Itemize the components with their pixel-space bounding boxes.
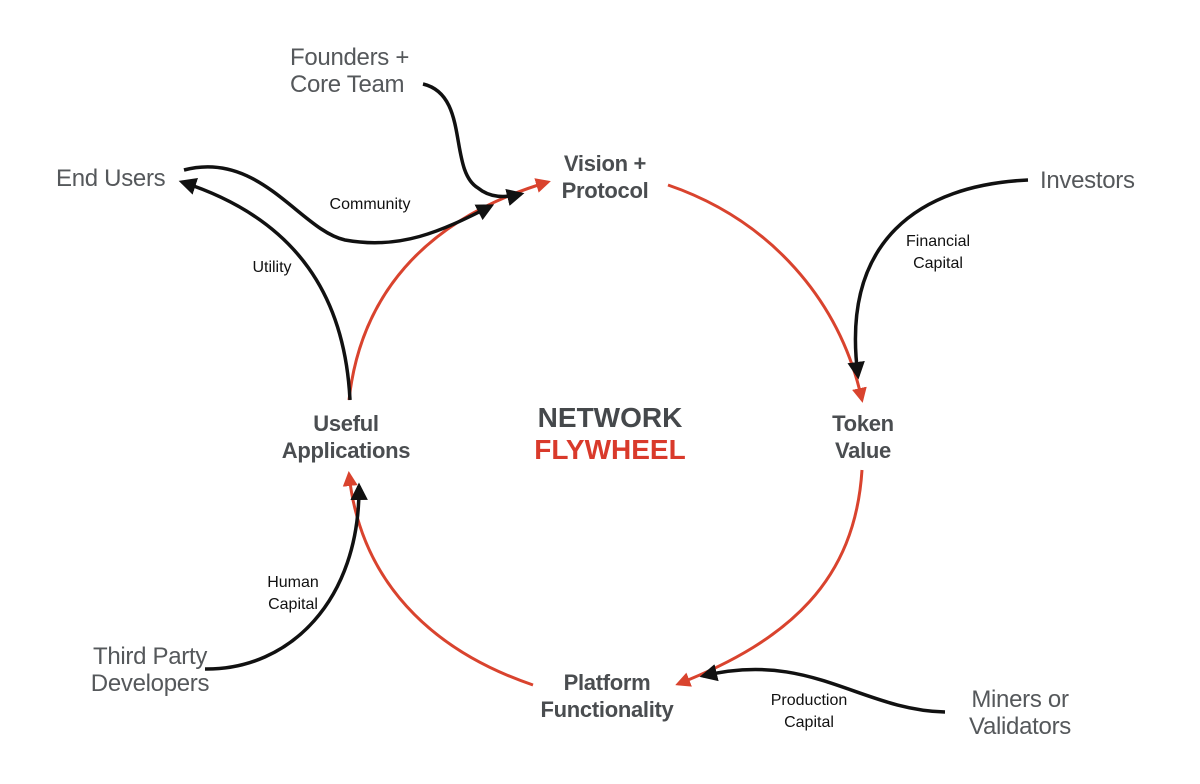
node-label-line1: Useful [313,411,379,436]
node-vision-protocol: Vision + Protocol [530,150,680,204]
actor-label-line1: End Users [56,165,166,192]
node-useful-applications: Useful Applications [266,410,426,464]
flow-arrow-utility [178,177,352,401]
flow-label-line1: Utility [252,259,292,276]
actor-investors: Investors [1040,167,1135,194]
actor-label-line2: Validators [969,713,1071,740]
node-label-line1: Platform [563,670,651,695]
flow-label-line2: Capital [784,714,834,731]
flow-arrow-community [183,165,495,245]
flow-arrow-human [204,482,368,671]
node-label-line2: Protocol [561,178,649,203]
flow-label-line1: Production [770,692,848,709]
actor-label-line1: Investors [1040,167,1135,194]
actor-developers: Third Party Developers [78,643,222,697]
node-token-value: Token Value [800,410,926,464]
flow-label-line2: Capital [268,596,318,613]
node-platform-functionality: Platform Functionality [527,669,687,723]
actor-miners: Miners or Validators [955,686,1085,740]
node-label-line1: Token [832,411,894,436]
flow-label-utility: Utility [232,257,312,279]
flow-label-community: Community [315,194,425,216]
flow-label-production-capital: Production Capital [750,690,868,734]
flow-arrow-financial [847,178,1029,380]
actor-founders: Founders + Core Team [290,44,409,98]
title-line-1: NETWORK [537,402,683,433]
node-label-line2: Value [835,438,891,463]
flow-label-line1: Human [267,574,319,591]
node-label-line1: Vision + [563,151,647,176]
cycle-arrow-apps-to-vision [347,178,551,401]
actor-label-line1: Third Party [92,643,208,670]
flow-arrow-founders [422,82,525,206]
flow-label-line1: Community [329,196,411,213]
node-label-line2: Functionality [540,697,674,722]
diagram-title: NETWORK FLYWHEEL [500,402,720,466]
flow-label-line2: Capital [913,255,963,272]
node-label-line2: Applications [281,438,411,463]
flow-label-line1: Financial [905,233,971,250]
cycle-arrow-vision-to-token [667,183,867,403]
actor-label-line2: Developers [90,670,210,697]
actor-label-line1: Miners or [971,686,1069,713]
title-line-2: FLYWHEEL [534,434,686,465]
cycle-arrow-platform-to-apps [342,471,534,687]
actor-end-users: End Users [56,165,166,192]
flow-arrow-production [699,664,946,714]
flow-label-human-capital: Human Capital [248,572,338,616]
cycle-arrow-token-to-platform [675,469,864,687]
flow-label-financial-capital: Financial Capital [888,231,988,275]
actor-label-line1: Founders + [290,44,410,71]
actor-label-line2: Core Team [290,71,405,98]
